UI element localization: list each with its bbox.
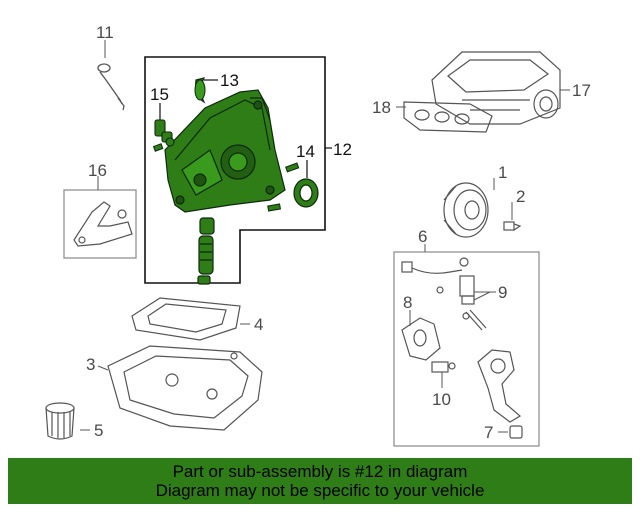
part-12-oil-pump[interactable] (164, 89, 286, 213)
part-16-frame (63, 189, 137, 259)
callout-6: 6 (418, 227, 427, 246)
part-10-valve[interactable] (431, 361, 456, 373)
part-2-pulley-bolt[interactable] (503, 221, 522, 231)
callout-5: 5 (94, 421, 103, 440)
part-16-bracket[interactable] (73, 201, 133, 247)
notice-line-1: Part or sub-assembly is #12 in diagram (172, 462, 468, 481)
callout-14: 14 (296, 142, 315, 161)
part-6-filter-housing[interactable] (477, 349, 522, 423)
part-5-oil-filter[interactable] (45, 402, 75, 440)
callout-8: 8 (403, 293, 412, 312)
part-1-crank-pulley[interactable] (443, 182, 489, 238)
part-7-plug[interactable] (509, 425, 523, 439)
part-4-baffle-plate[interactable] (131, 297, 241, 341)
part-18-gasket[interactable] (403, 101, 493, 133)
callout-3: 3 (86, 355, 95, 374)
callout-7: 7 (484, 423, 493, 442)
notice-banner: Part or sub-assembly is #12 in diagram D… (8, 458, 632, 504)
part-17-intake-manifold[interactable] (431, 51, 561, 125)
callout-16: 16 (88, 161, 107, 180)
leader-9 (473, 291, 491, 301)
part-3-oil-pan[interactable] (107, 345, 263, 431)
part-13-o-ring[interactable] (194, 77, 206, 104)
part-11-dipstick[interactable] (97, 63, 125, 111)
callout-2: 2 (516, 187, 525, 206)
callout-4: 4 (254, 315, 263, 334)
part-12-bolts (152, 143, 300, 212)
part-15-relief-valve[interactable] (154, 119, 175, 147)
part-9-fitting[interactable] (461, 295, 487, 331)
callout-18: 18 (372, 98, 391, 117)
exploded-parts-diagram: 11 12 13 15 (45, 23, 591, 447)
part-8-housing[interactable] (401, 317, 441, 361)
callout-13: 13 (220, 71, 239, 90)
part-14-oil-seal[interactable] (293, 178, 319, 208)
callout-12: 12 (333, 140, 352, 159)
assembly-12-frame (144, 56, 326, 284)
callout-15: 15 (150, 85, 169, 104)
part-12-strainer-tube (197, 217, 215, 285)
callout-9: 9 (498, 283, 507, 302)
notice-line-2: Diagram may not be specific to your vehi… (155, 481, 485, 500)
callout-11: 11 (96, 23, 114, 42)
callout-1: 1 (498, 163, 507, 182)
part-6-sensor-harness[interactable] (401, 257, 475, 297)
callout-10: 10 (432, 390, 451, 409)
callout-17: 17 (572, 81, 591, 100)
part-6-frame (393, 251, 540, 447)
leader-3 (97, 365, 109, 371)
